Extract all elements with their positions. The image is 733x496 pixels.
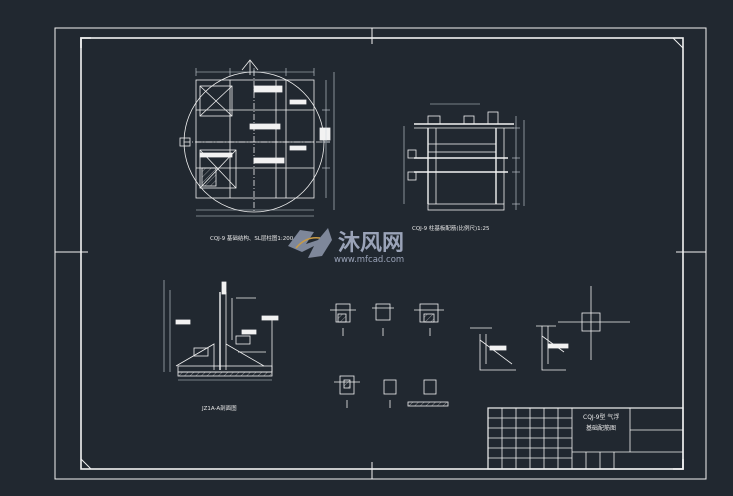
section-caption: JZ1A-A剖面图 (201, 404, 237, 412)
title-block-title-1: CQJ-9型 气浮 (583, 413, 619, 421)
pile-cap-tl (199, 85, 233, 117)
pile-cap-bl (199, 149, 237, 189)
section-view (163, 280, 279, 381)
plan-grid-outline (195, 79, 315, 199)
watermark-url: www.mfcad.com (334, 255, 404, 265)
frame-elevation-view (403, 103, 525, 211)
crosshair-symbol (558, 286, 630, 360)
corner-mark-br (673, 459, 684, 470)
title-block (487, 407, 684, 470)
detail-sections-row2 (334, 375, 449, 408)
plan-caption: CQJ-9 基础结构、SL层柱图1:200 (210, 234, 294, 242)
corner-mark-tl (80, 37, 91, 48)
elevation-caption: CQJ-9 柱基板配筋(比例尺)1:25 (412, 224, 490, 232)
title-block-title-2: 基础配筋图 (586, 424, 616, 432)
foundation-plan-view (179, 59, 335, 217)
bracket-detail-right (536, 325, 569, 371)
detail-sections-row1 (330, 303, 444, 336)
watermark-brand: 沐风网 (338, 231, 404, 256)
bracket-detail-left (470, 327, 516, 371)
outer-border (54, 27, 707, 480)
sheet-border (54, 27, 707, 480)
watermark-logo (288, 228, 332, 258)
inner-border (80, 37, 684, 470)
